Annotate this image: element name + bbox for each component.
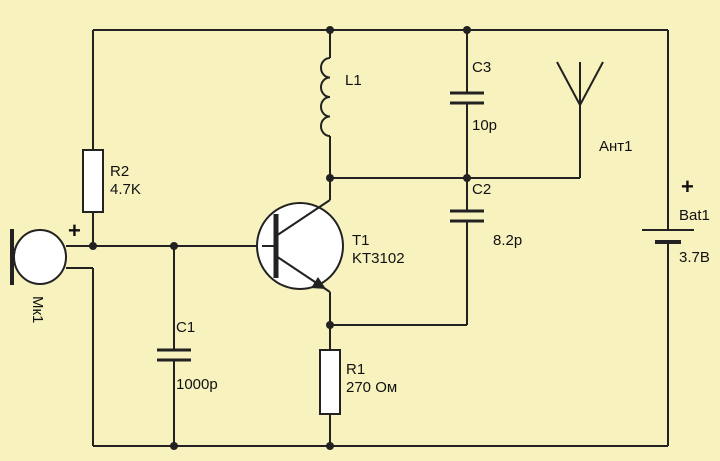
transistor-t1: T1 KT3102	[256, 199, 405, 293]
bat1-value-label: 3.7B	[679, 249, 710, 266]
junction-dot	[326, 174, 334, 182]
r1-name-label: R1	[346, 361, 365, 378]
capacitor-c3: C3 10p	[450, 59, 497, 134]
resistor-r1: R1 270 Ом	[319, 349, 397, 415]
c3-name-label: C3	[472, 59, 491, 76]
l1-name-label: L1	[345, 72, 362, 89]
transistor-collector-lead	[275, 199, 331, 237]
junction-dot	[463, 174, 471, 182]
c2-value-label: 8.2p	[493, 232, 522, 249]
antenna-name-label: Ант1	[599, 138, 633, 155]
inductor-l1: L1	[320, 57, 362, 137]
antenna-right-arm	[579, 61, 604, 106]
c2-name-label: C2	[472, 181, 491, 198]
t1-value-label: KT3102	[352, 250, 405, 267]
capacitor-c1: C1 1000p	[157, 319, 218, 393]
capacitor-c2: C2 8.2p	[450, 181, 522, 249]
t1-name-label: T1	[352, 232, 370, 249]
r2-name-label: R2	[110, 163, 129, 180]
junction-dot	[170, 242, 178, 250]
mic-plus-sign: +	[68, 218, 81, 243]
c1-name-label: C1	[176, 319, 195, 336]
c3-value-label: 10p	[472, 117, 497, 134]
microphone-mk1: + Мк1	[10, 218, 93, 323]
junction-dot	[326, 26, 334, 34]
mk1-name-label: Мк1	[29, 296, 46, 323]
junction-dot	[170, 442, 178, 450]
microphone-icon	[13, 229, 67, 285]
inductor-coil	[320, 57, 331, 137]
resistor-r1-body	[319, 349, 341, 415]
resistor-r2: R2 4.7K	[82, 149, 141, 213]
antenna-left-arm	[556, 61, 581, 106]
battery-bat1: + Bat1 3.7B	[642, 174, 710, 266]
bat1-name-label: Bat1	[679, 207, 710, 224]
junction-dot	[326, 442, 334, 450]
battery-plus-sign: +	[681, 174, 694, 199]
junction-dot	[463, 26, 471, 34]
resistor-r2-body	[82, 149, 104, 213]
c1-value-label: 1000p	[176, 376, 218, 393]
r1-value-label: 270 Ом	[346, 379, 397, 396]
antenna-ant1: Ант1	[556, 61, 633, 155]
r2-value-label: 4.7K	[110, 181, 141, 198]
junction-dot	[326, 321, 334, 329]
emitter-arrow-icon	[311, 277, 326, 289]
